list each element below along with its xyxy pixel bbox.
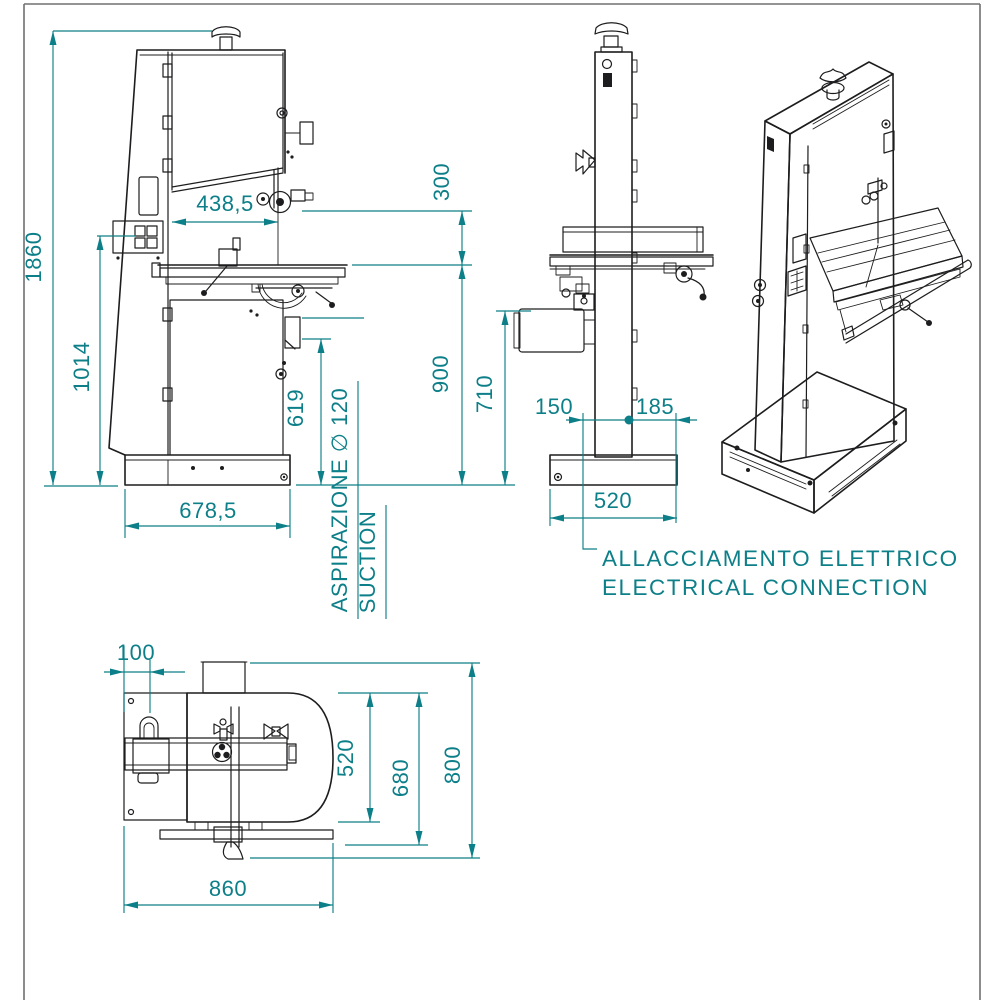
- dim-overall-width: 860: [209, 876, 247, 901]
- label-electrical-it: ALLACCIAMENTO ELETTRICO: [602, 546, 959, 571]
- dim-suction-height: 619: [283, 389, 308, 427]
- front-view-drawing: [108, 26, 348, 486]
- dim-frame-height: 1014: [69, 342, 94, 393]
- dim-table-depth: 520: [333, 739, 358, 777]
- dim-conn-185: 185: [636, 394, 674, 419]
- label-electrical-en: ELECTRICAL CONNECTION: [602, 575, 929, 600]
- dim-fence-offset: 100: [117, 640, 155, 665]
- dim-body-depth: 680: [388, 759, 413, 797]
- dim-motor-height: 710: [472, 375, 497, 413]
- side-view-drawing: [513, 22, 714, 486]
- dim-conn-150: 150: [535, 394, 573, 419]
- dim-base-width: 678,5: [179, 498, 237, 523]
- dim-overall-height: 1860: [21, 232, 46, 283]
- dim-cutting-height: 300: [429, 163, 454, 201]
- side-view-dimensions: 710 150 185 520 ALLACCIAMENTO ELETTRICO …: [472, 310, 959, 600]
- label-suction-it: ASPIRAZIONE ∅ 120: [327, 388, 352, 613]
- dim-throat-width: 438,5: [196, 191, 254, 216]
- dim-base-depth: 520: [594, 488, 632, 513]
- front-view-dimensions: 1860 1014 438,5 678,5 300 900 619 ASPIRA…: [21, 30, 515, 619]
- dim-overall-depth: 800: [440, 746, 465, 784]
- electrical-connection-dot: [624, 415, 634, 425]
- top-view-dimensions: 100 520 680 800 860: [104, 640, 480, 913]
- dim-table-height: 900: [428, 355, 453, 393]
- isometric-view-drawing: [721, 61, 972, 514]
- page-frame: [23, 3, 981, 1000]
- top-view-drawing: [123, 661, 334, 860]
- label-suction-en: SUCTION: [355, 511, 380, 614]
